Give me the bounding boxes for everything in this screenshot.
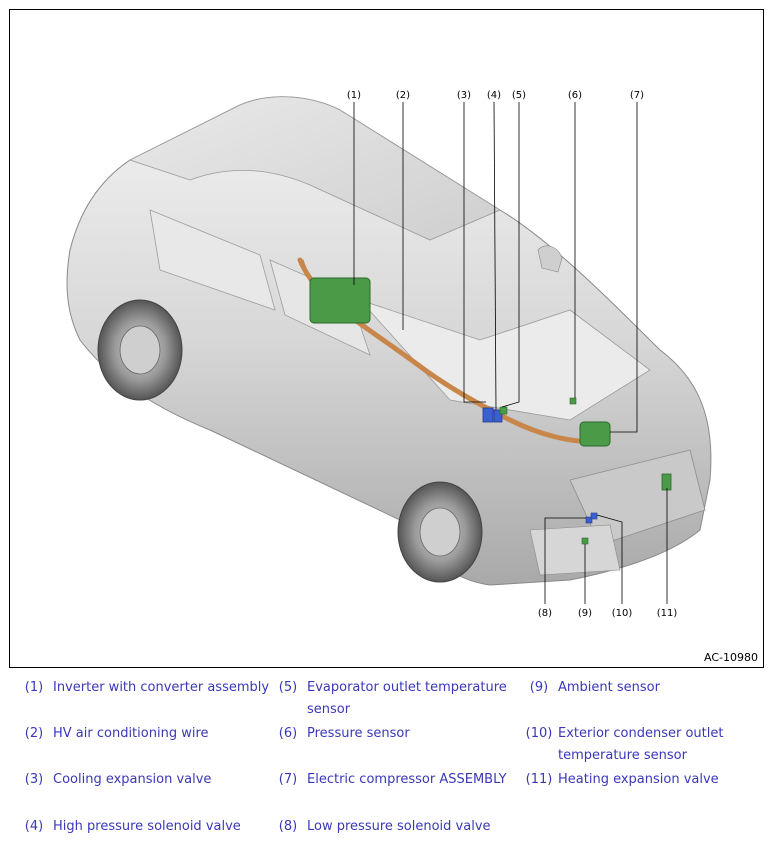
legend-label: Inverter with converter assembly bbox=[53, 680, 270, 695]
callout-2: (2) bbox=[396, 90, 410, 101]
exterior-condenser-outlet-temp-sensor bbox=[590, 512, 598, 520]
evaporator-outlet-temp-sensor bbox=[499, 406, 508, 415]
legend-number: (3) bbox=[24, 772, 44, 787]
inverter-converter-assembly bbox=[309, 277, 371, 324]
vehicle-illustration: (1) (2) (3) (4) (5) (6) (7) (8) (9) (10)… bbox=[66, 90, 712, 619]
heating-expansion-valve bbox=[661, 473, 672, 491]
callout-4: (4) bbox=[487, 90, 501, 101]
callout-3: (3) bbox=[457, 90, 471, 101]
legend-label: Evaporator outlet temperature sensor bbox=[307, 680, 507, 717]
leader-lines bbox=[353, 101, 668, 604]
callout-6: (6) bbox=[568, 90, 582, 101]
legend-label: Heating expansion valve bbox=[558, 772, 719, 787]
legend-number: (4) bbox=[24, 819, 44, 834]
callout-5: (5) bbox=[512, 90, 526, 101]
legend-number: (5) bbox=[278, 680, 298, 695]
high-pressure-solenoid-valve bbox=[493, 409, 503, 423]
callout-7: (7) bbox=[630, 90, 644, 101]
cooling-expansion-valve bbox=[482, 407, 494, 423]
legend-label: Ambient sensor bbox=[558, 680, 660, 695]
callout-8: (8) bbox=[538, 608, 552, 619]
legend-label: High pressure solenoid valve bbox=[53, 819, 241, 834]
legend-number: (10) bbox=[525, 726, 553, 741]
legend-number: (2) bbox=[24, 726, 44, 741]
legend-number: (8) bbox=[278, 819, 298, 834]
front-wheel bbox=[397, 481, 483, 583]
legend-label: Low pressure solenoid valve bbox=[307, 819, 491, 834]
callout-11: (11) bbox=[657, 608, 678, 619]
legend-label: HV air conditioning wire bbox=[53, 726, 209, 741]
electric-compressor-assembly bbox=[579, 421, 611, 447]
legend-label: Pressure sensor bbox=[307, 726, 410, 741]
legend-number: (9) bbox=[529, 680, 549, 695]
legend-label: Cooling expansion valve bbox=[53, 772, 212, 787]
legend-number: (7) bbox=[278, 772, 298, 787]
legend-number: (1) bbox=[24, 680, 44, 695]
legend-label: Exterior condenser outlet temperature se… bbox=[558, 726, 724, 763]
ambient-sensor bbox=[581, 537, 589, 545]
pressure-sensor bbox=[569, 397, 577, 405]
rear-wheel bbox=[97, 299, 183, 401]
low-pressure-solenoid-valve bbox=[585, 516, 593, 524]
callout-10: (10) bbox=[612, 608, 633, 619]
legend-label: Electric compressor ASSEMBLY bbox=[307, 772, 507, 787]
legend-number: (6) bbox=[278, 726, 298, 741]
callout-9: (9) bbox=[578, 608, 592, 619]
diagram-figure: (1) (2) (3) (4) (5) (6) (7) (8) (9) (10)… bbox=[9, 9, 764, 668]
callout-1: (1) bbox=[347, 90, 361, 101]
figure-code: AC-10980 bbox=[704, 651, 758, 664]
legend-number: (11) bbox=[525, 772, 553, 787]
